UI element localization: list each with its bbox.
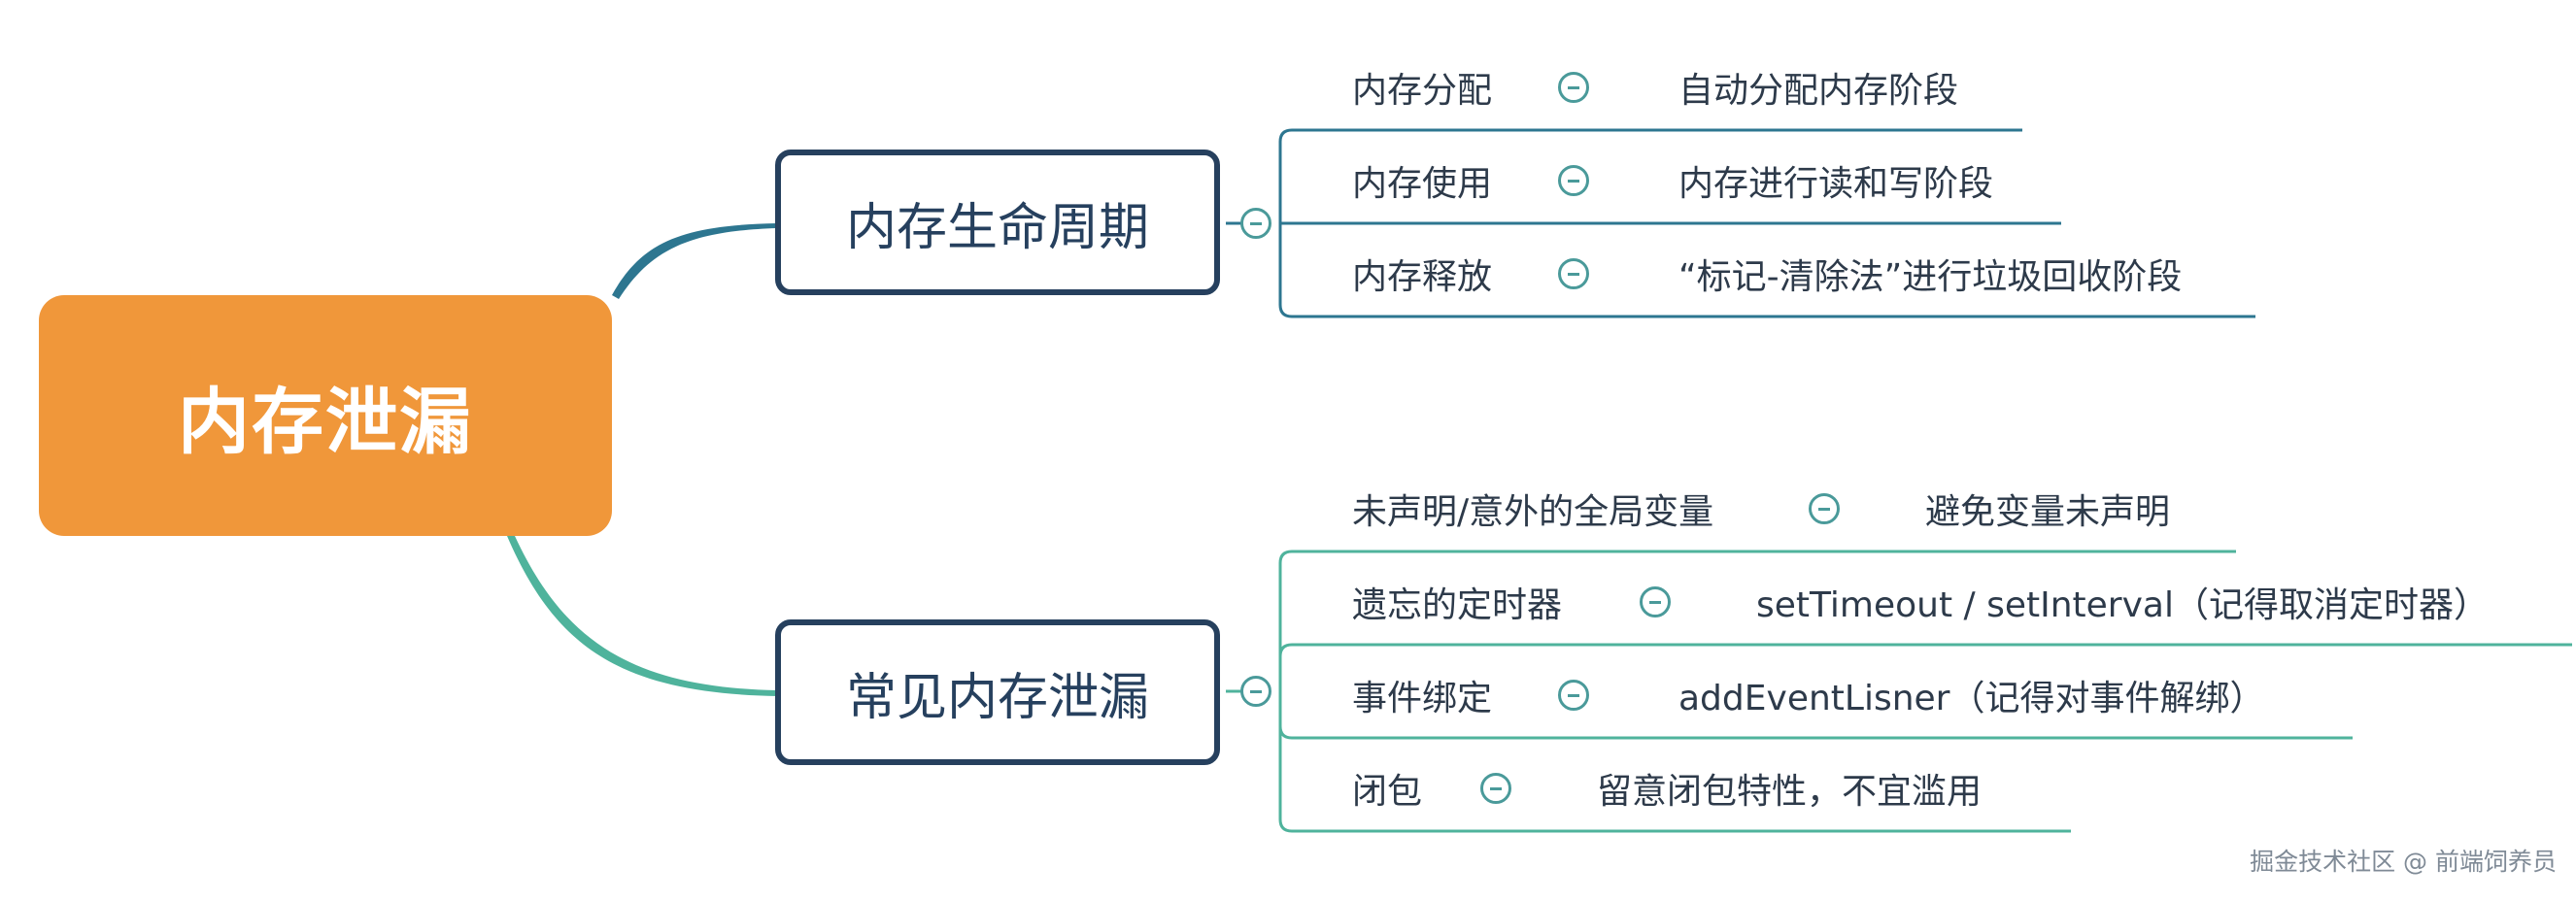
topic-undeclared-globals[interactable]: 未声明/意外的全局变量	[1352, 492, 1714, 532]
item-2-3-collapse-icon[interactable]	[1558, 680, 1589, 711]
topic-forgotten-timers[interactable]: 遗忘的定时器	[1352, 585, 1563, 625]
root-to-branch-1-connector	[612, 223, 777, 299]
subtopic-memory-release-detail[interactable]: “标记-清除法”进行垃圾回收阶段	[1678, 257, 2183, 297]
branch-2-item-2-connector	[1278, 643, 2572, 689]
topic-event-binding[interactable]: 事件绑定	[1352, 679, 1493, 718]
branch-1-collapse-icon[interactable]	[1240, 208, 1271, 239]
topic-memory-release[interactable]: 内存释放	[1352, 257, 1493, 297]
subtopic-memory-allocation-detail[interactable]: 自动分配内存阶段	[1678, 71, 1959, 111]
branch-2-item-1-connector	[1278, 550, 2236, 689]
root-to-branch-2-connector	[507, 536, 777, 696]
branch-1-item-1-connector	[1278, 128, 2022, 223]
watermark-text: 掘金技术社区 @ 前端饲养员	[2250, 848, 2557, 876]
item-1-3-collapse-icon[interactable]	[1558, 258, 1589, 289]
topic-memory-allocation[interactable]: 内存分配	[1352, 71, 1493, 111]
item-1-2-collapse-icon[interactable]	[1558, 165, 1589, 196]
topic-closure[interactable]: 闭包	[1352, 772, 1423, 812]
subtopic-memory-usage-detail[interactable]: 内存进行读和写阶段	[1678, 164, 1994, 204]
branch-2-item-4-connector	[1278, 689, 2071, 833]
branch-node-memory-lifecycle[interactable]: 内存生命周期	[775, 150, 1220, 295]
branch-1-item-3-connector	[1278, 223, 2255, 318]
item-2-1-collapse-icon[interactable]	[1809, 493, 1840, 524]
subtopic-undeclared-globals-detail[interactable]: 避免变量未声明	[1925, 492, 2171, 532]
item-2-4-collapse-icon[interactable]	[1480, 773, 1511, 804]
item-1-1-collapse-icon[interactable]	[1558, 72, 1589, 103]
branch-2-collapse-icon[interactable]	[1240, 676, 1271, 707]
subtopic-forgotten-timers-detail[interactable]: setTimeout / setInterval（记得取消定时器）	[1756, 585, 2489, 625]
branch-node-common-leaks[interactable]: 常见内存泄漏	[775, 619, 1220, 765]
item-2-2-collapse-icon[interactable]	[1640, 586, 1671, 617]
topic-memory-usage[interactable]: 内存使用	[1352, 164, 1493, 204]
subtopic-closure-detail[interactable]: 留意闭包特性，不宜滥用	[1597, 772, 1983, 812]
subtopic-event-binding-detail[interactable]: addEventLisner（记得对事件解绑）	[1678, 679, 2265, 718]
root-node[interactable]: 内存泄漏	[39, 295, 612, 536]
